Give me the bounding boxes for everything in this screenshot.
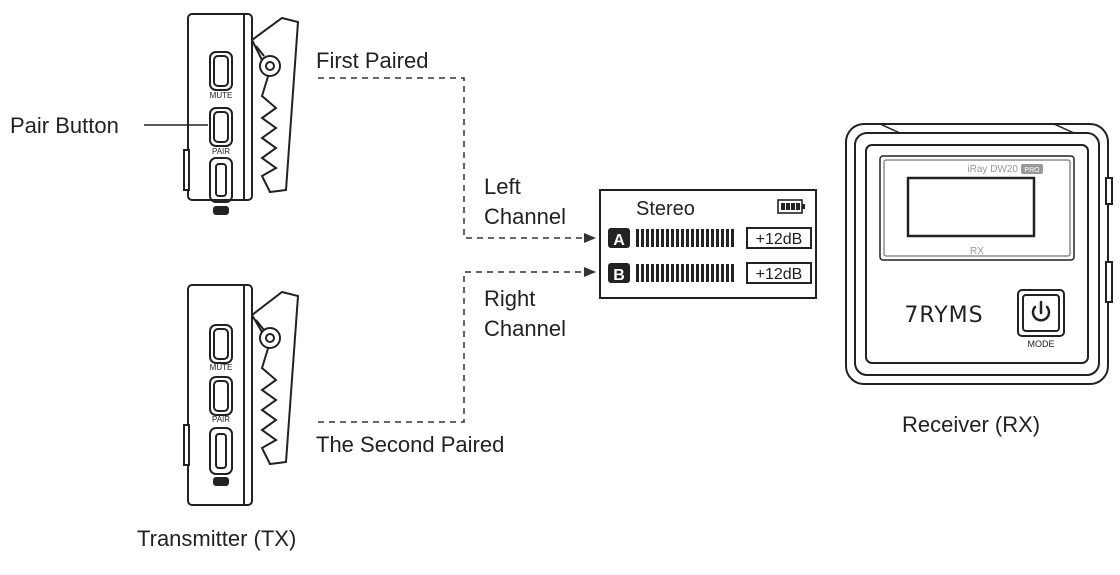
gain-box-a bbox=[746, 227, 812, 249]
mute-button bbox=[209, 324, 233, 364]
channel-a-id: A bbox=[613, 232, 625, 249]
meter-segment bbox=[691, 229, 694, 247]
meter-segment bbox=[691, 264, 694, 282]
first-paired-label: First Paired bbox=[316, 48, 429, 73]
meter-segment bbox=[716, 264, 719, 282]
channel-b-gain: +12dB bbox=[756, 266, 803, 283]
receiver-model: iRay DW20 bbox=[967, 164, 1018, 175]
transmitter-bottom: MUTE PAIR bbox=[183, 284, 300, 506]
meter-segment bbox=[731, 229, 734, 247]
receiver-device: iRay DW20 PRO RX 7RYMS MODE bbox=[845, 123, 1113, 385]
first-paired-link bbox=[318, 77, 586, 239]
meter-segment bbox=[701, 229, 704, 247]
meter-segment bbox=[651, 264, 654, 282]
meter-segment bbox=[656, 229, 659, 247]
receiver-screen bbox=[906, 176, 1036, 238]
meter-segment bbox=[696, 264, 699, 282]
meter-segment bbox=[646, 264, 649, 282]
channel-badge-a bbox=[608, 228, 630, 248]
usb-c-port-icon bbox=[209, 427, 233, 475]
meter-segment bbox=[676, 229, 679, 247]
receiver-screen-bezel bbox=[879, 155, 1075, 261]
arrow-head bbox=[584, 267, 596, 277]
meter-segment bbox=[711, 264, 714, 282]
transmitter-top: MUTE PAIR bbox=[183, 13, 300, 215]
pair-button bbox=[209, 376, 233, 416]
channel-a-gain: +12dB bbox=[756, 231, 803, 248]
battery-icon bbox=[777, 199, 805, 214]
meter-segment bbox=[731, 264, 734, 282]
pair-button bbox=[209, 107, 233, 147]
mute-label: MUTE bbox=[210, 363, 233, 372]
indicator-icon bbox=[213, 206, 229, 215]
pro-badge bbox=[1021, 164, 1043, 174]
meter-segment bbox=[721, 264, 724, 282]
left-channel-line2: Channel bbox=[484, 204, 566, 229]
transmitter-caption: Transmitter (TX) bbox=[137, 526, 297, 551]
indicator-icon bbox=[213, 477, 229, 486]
meter-segment bbox=[701, 264, 704, 282]
meter-segment bbox=[726, 229, 729, 247]
meter-segment bbox=[666, 264, 669, 282]
meter-segment bbox=[716, 229, 719, 247]
left-channel-line1: Left bbox=[484, 174, 521, 199]
pair-label: PAIR bbox=[212, 415, 230, 424]
meter-segment bbox=[686, 229, 689, 247]
meter-segment bbox=[636, 264, 639, 282]
second-paired-label: The Second Paired bbox=[316, 432, 505, 457]
level-meter-a bbox=[636, 229, 734, 247]
clip-icon bbox=[250, 290, 300, 466]
transmitter-body bbox=[187, 284, 253, 506]
meter-segment bbox=[686, 264, 689, 282]
receiver-caption: Receiver (RX) bbox=[902, 412, 1041, 437]
meter-segment bbox=[671, 229, 674, 247]
meter-segment bbox=[656, 264, 659, 282]
meter-segment bbox=[636, 229, 639, 247]
meter-segment bbox=[706, 264, 709, 282]
meter-segment bbox=[651, 229, 654, 247]
second-paired-link bbox=[318, 271, 586, 423]
meter-segment bbox=[641, 229, 644, 247]
usb-c-port-icon bbox=[209, 157, 233, 203]
mute-label: MUTE bbox=[210, 91, 233, 100]
channel-b-id: B bbox=[613, 267, 625, 284]
clip-icon bbox=[250, 16, 300, 194]
arrow-head bbox=[584, 233, 596, 243]
meter-segment bbox=[666, 229, 669, 247]
meter-segment bbox=[681, 264, 684, 282]
receiver-brand: 7RYMS bbox=[904, 303, 983, 328]
right-channel-line1: Right bbox=[484, 286, 536, 311]
meter-segment bbox=[696, 229, 699, 247]
meter-segment bbox=[681, 229, 684, 247]
receiver-screen-label: RX bbox=[970, 246, 984, 257]
gain-box-b bbox=[746, 262, 812, 284]
receiver-display-panel: Stereo A +12dB B +12dB bbox=[599, 189, 817, 299]
meter-segment bbox=[676, 264, 679, 282]
display-mode: Stereo bbox=[636, 198, 695, 220]
channel-badge-b bbox=[608, 263, 630, 283]
meter-segment bbox=[646, 229, 649, 247]
meter-segment bbox=[661, 229, 664, 247]
pair-button-label: Pair Button bbox=[10, 113, 119, 138]
mute-button bbox=[209, 51, 233, 91]
mode-label: MODE bbox=[1028, 339, 1055, 349]
meter-segment bbox=[671, 264, 674, 282]
level-meter-b bbox=[636, 264, 734, 282]
meter-segment bbox=[721, 229, 724, 247]
right-channel-line2: Channel bbox=[484, 316, 566, 341]
pairing-links bbox=[318, 77, 586, 423]
meter-segment bbox=[726, 264, 729, 282]
meter-segment bbox=[706, 229, 709, 247]
meter-segment bbox=[641, 264, 644, 282]
receiver-model-badge: PRO bbox=[1024, 167, 1040, 174]
meter-segment bbox=[661, 264, 664, 282]
pair-label: PAIR bbox=[212, 147, 230, 156]
power-mode-button bbox=[1017, 289, 1065, 337]
meter-segment bbox=[711, 229, 714, 247]
power-icon bbox=[1031, 300, 1051, 322]
